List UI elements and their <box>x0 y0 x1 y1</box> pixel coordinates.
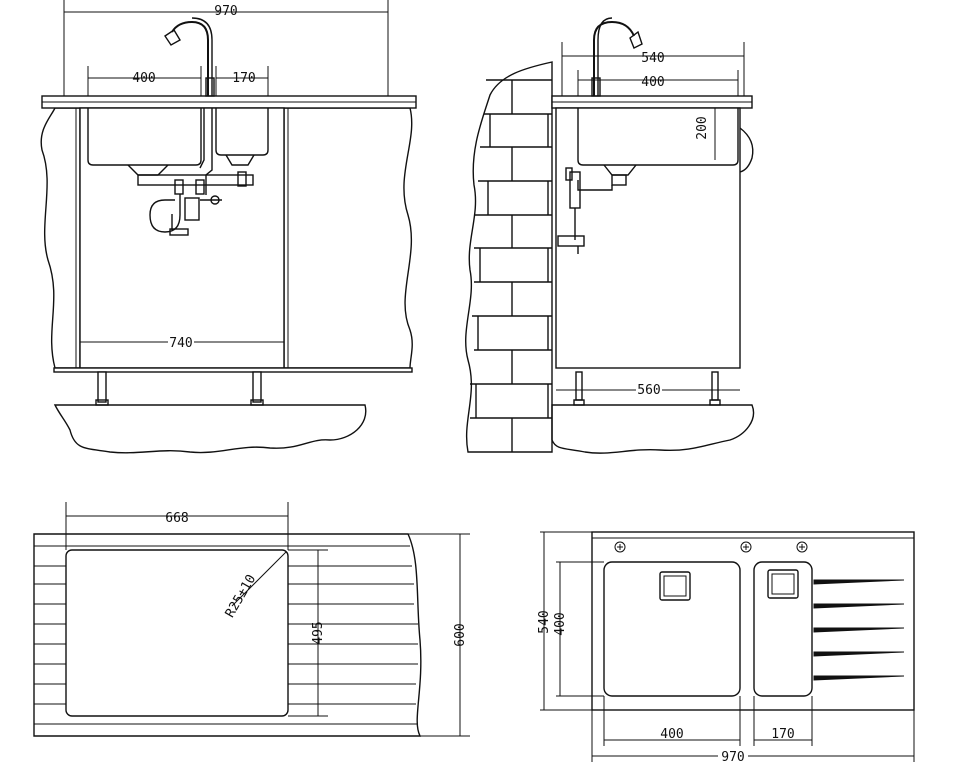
side-dim-base: 560 <box>637 383 660 398</box>
large-bowl <box>603 561 741 697</box>
side-view: 540 400 200 560 <box>465 17 755 454</box>
right-wall-hatch <box>283 107 413 369</box>
cutout-hole <box>65 549 289 717</box>
cutout-dim-depth: 495 <box>311 621 326 644</box>
side-dim-bowl-height: 200 <box>695 116 710 139</box>
left-wall-hatch <box>40 107 81 369</box>
top-dim-depth-outer: 540 <box>537 610 552 633</box>
top-view: 540 400 400 170 970 <box>537 531 915 765</box>
front-dim-small-bowl: 170 <box>232 71 255 86</box>
cutout-dim-worktop-depth: 600 <box>453 623 468 646</box>
side-dim-depth: 540 <box>641 51 664 66</box>
worktop-outline <box>33 533 422 737</box>
small-bowl <box>753 561 813 697</box>
top-dim-total: 970 <box>721 750 744 765</box>
front-view: 970 <box>40 0 417 454</box>
top-dim-large-bowl: 400 <box>660 727 683 742</box>
side-floor <box>551 404 755 454</box>
front-dim-cabinet: 740 <box>169 336 192 351</box>
front-dim-large-bowl: 400 <box>132 71 155 86</box>
top-dim-depth-inner: 400 <box>553 612 568 635</box>
front-dim-total: 970 <box>214 4 237 19</box>
cutout-dim-width: 668 <box>165 511 188 526</box>
front-floor <box>53 404 367 454</box>
side-dim-bowl: 400 <box>641 75 664 90</box>
cutout-view: 668 R25±10 495 600 <box>33 502 470 737</box>
brick-wall <box>465 61 553 453</box>
sink-outline <box>591 531 915 711</box>
top-dim-small-bowl: 170 <box>771 727 794 742</box>
